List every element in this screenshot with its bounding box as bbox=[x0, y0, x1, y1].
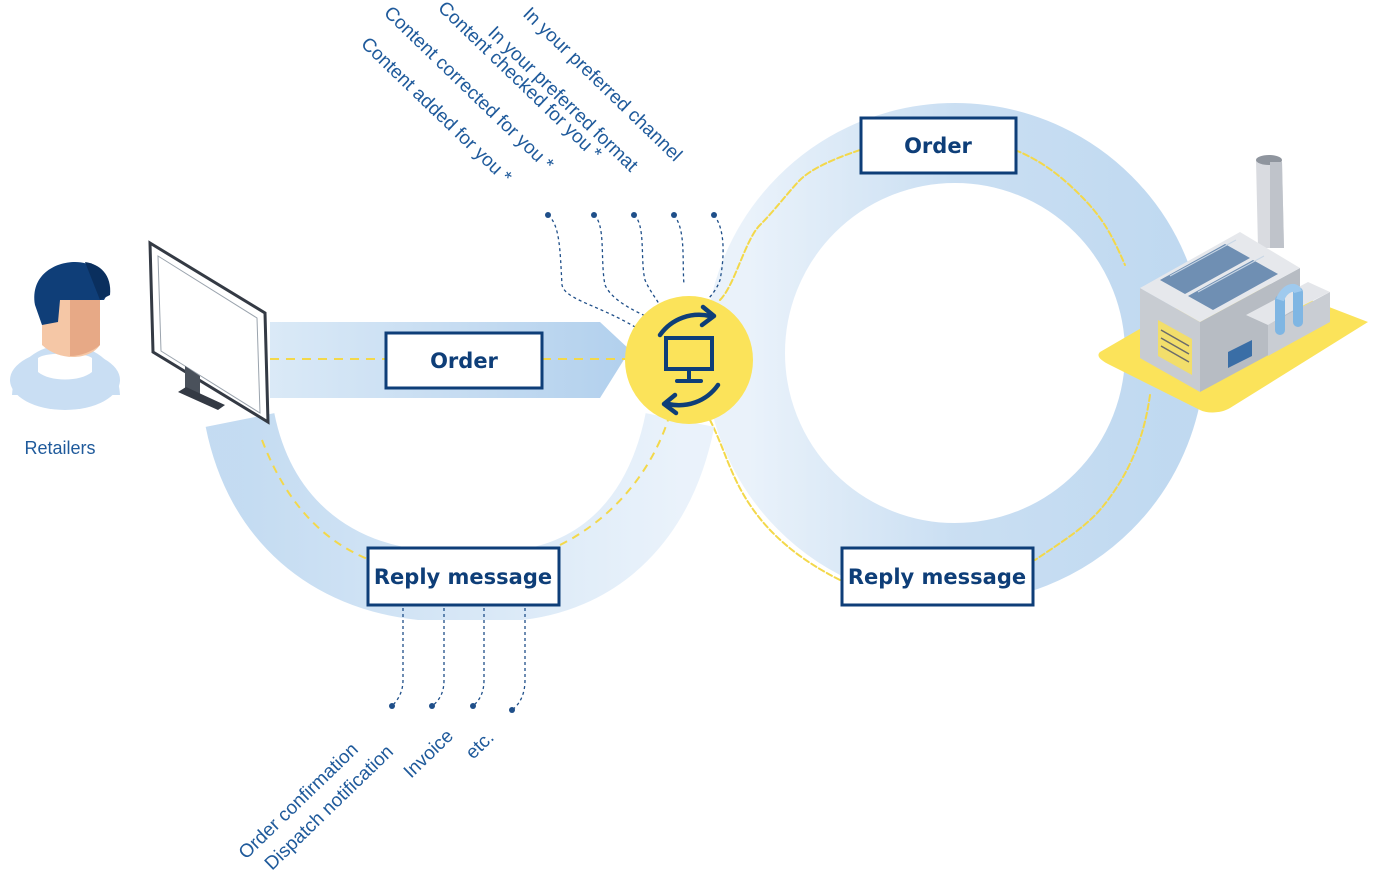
monitor-icon bbox=[148, 240, 270, 425]
right-loop-flow-line bbox=[709, 149, 1151, 581]
left-loop-flow-line bbox=[261, 419, 669, 561]
order-box-left: Order bbox=[384, 331, 544, 390]
right-loop bbox=[705, 103, 1205, 603]
service-connectors bbox=[547, 214, 724, 331]
retailers-label: Retailers bbox=[24, 438, 95, 458]
factory-icon bbox=[1098, 155, 1368, 413]
reply-box-left: Reply message bbox=[366, 546, 561, 607]
reply-connector-dots bbox=[389, 703, 515, 713]
order-box-right: Order bbox=[859, 116, 1018, 175]
order-box-left-text: Order bbox=[430, 349, 498, 373]
order-box-right-text: Order bbox=[904, 134, 972, 158]
sync-monitor-icon bbox=[625, 296, 753, 424]
person-icon bbox=[10, 262, 120, 410]
reply-box-right: Reply message bbox=[840, 546, 1035, 607]
reply-box-left-text: Reply message bbox=[374, 565, 552, 589]
service-connector-dots bbox=[545, 212, 717, 218]
reply-type-label: Invoice bbox=[400, 726, 458, 783]
reply-box-right-text: Reply message bbox=[848, 565, 1026, 589]
reply-type-label: etc. bbox=[462, 727, 499, 763]
reply-connectors bbox=[391, 608, 526, 711]
